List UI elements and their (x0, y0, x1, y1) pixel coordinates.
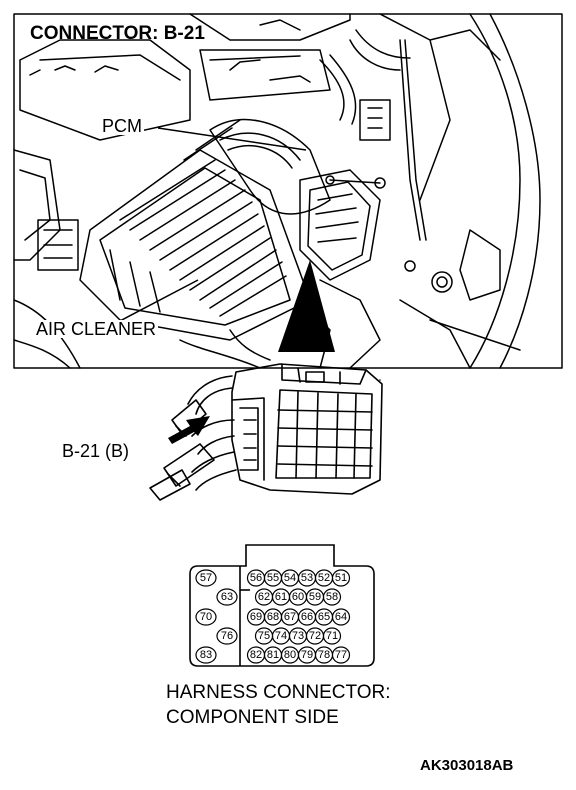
connector-id-label: B-21 (B) (62, 441, 130, 461)
pcm-leader-line (157, 127, 307, 151)
connector-title: CONNECTOR: B-21 (30, 23, 205, 44)
pin-label-81: 81 (266, 649, 280, 661)
pin-label-66: 66 (300, 611, 314, 623)
pin-label-82: 82 (249, 649, 263, 661)
pin-circle-57 (195, 569, 217, 587)
connector-arrow (168, 416, 210, 444)
pin-label-71: 71 (325, 630, 339, 642)
detail-pointer (278, 260, 335, 352)
pin-label-72: 72 (308, 630, 322, 642)
pin-label-65: 65 (317, 611, 331, 623)
pin-label-77: 77 (334, 649, 348, 661)
air-cleaner-leader-line (117, 279, 199, 323)
pin-circle-76 (216, 627, 238, 645)
pin-circle-83 (195, 646, 217, 664)
pin-label-51: 51 (334, 572, 348, 584)
pin-label-80: 80 (283, 649, 297, 661)
pin-label-59: 59 (308, 591, 322, 603)
pin-label-75: 75 (257, 630, 271, 642)
connector-detail (149, 363, 383, 501)
air-cleaner-label: AIR CLEANER (34, 319, 159, 339)
component-side-label: COMPONENT SIDE (166, 707, 339, 728)
pin-label-83: 83 (199, 649, 213, 661)
pin-label-76: 76 (220, 630, 234, 642)
harness-connector-label: HARNESS CONNECTOR: (166, 682, 391, 703)
pin-label-73: 73 (291, 630, 305, 642)
pin-label-63: 63 (220, 591, 234, 603)
pin-label-67: 67 (283, 611, 297, 623)
pin-label-70: 70 (199, 611, 213, 623)
pin-label-55: 55 (266, 572, 280, 584)
pin-circle-70 (195, 608, 217, 626)
pin-label-52: 52 (317, 572, 331, 584)
pcm-label: PCM (100, 116, 144, 136)
pin-label-78: 78 (317, 649, 331, 661)
pin-label-64: 64 (334, 611, 348, 623)
pin-circle-63 (216, 588, 238, 606)
pin-label-54: 54 (283, 572, 297, 584)
pin-label-68: 68 (266, 611, 280, 623)
pin-circle-77 (331, 646, 351, 664)
figure-code: AK303018AB (420, 757, 514, 774)
pin-circle-71 (322, 627, 342, 645)
pin-label-79: 79 (300, 649, 314, 661)
pin-label-69: 69 (249, 611, 263, 623)
pin-circle-51 (331, 569, 351, 587)
pin-label-53: 53 (300, 572, 314, 584)
harness-connector-face (189, 544, 375, 667)
pin-label-56: 56 (249, 572, 263, 584)
pin-label-60: 60 (291, 591, 305, 603)
pin-label-58: 58 (325, 591, 339, 603)
pin-label-57: 57 (199, 572, 213, 584)
pin-label-61: 61 (274, 591, 288, 603)
pin-circle-58 (322, 588, 342, 606)
photo-frame (13, 13, 563, 369)
pin-circle-64 (331, 608, 351, 626)
pin-label-74: 74 (274, 630, 288, 642)
pin-label-62: 62 (257, 591, 271, 603)
